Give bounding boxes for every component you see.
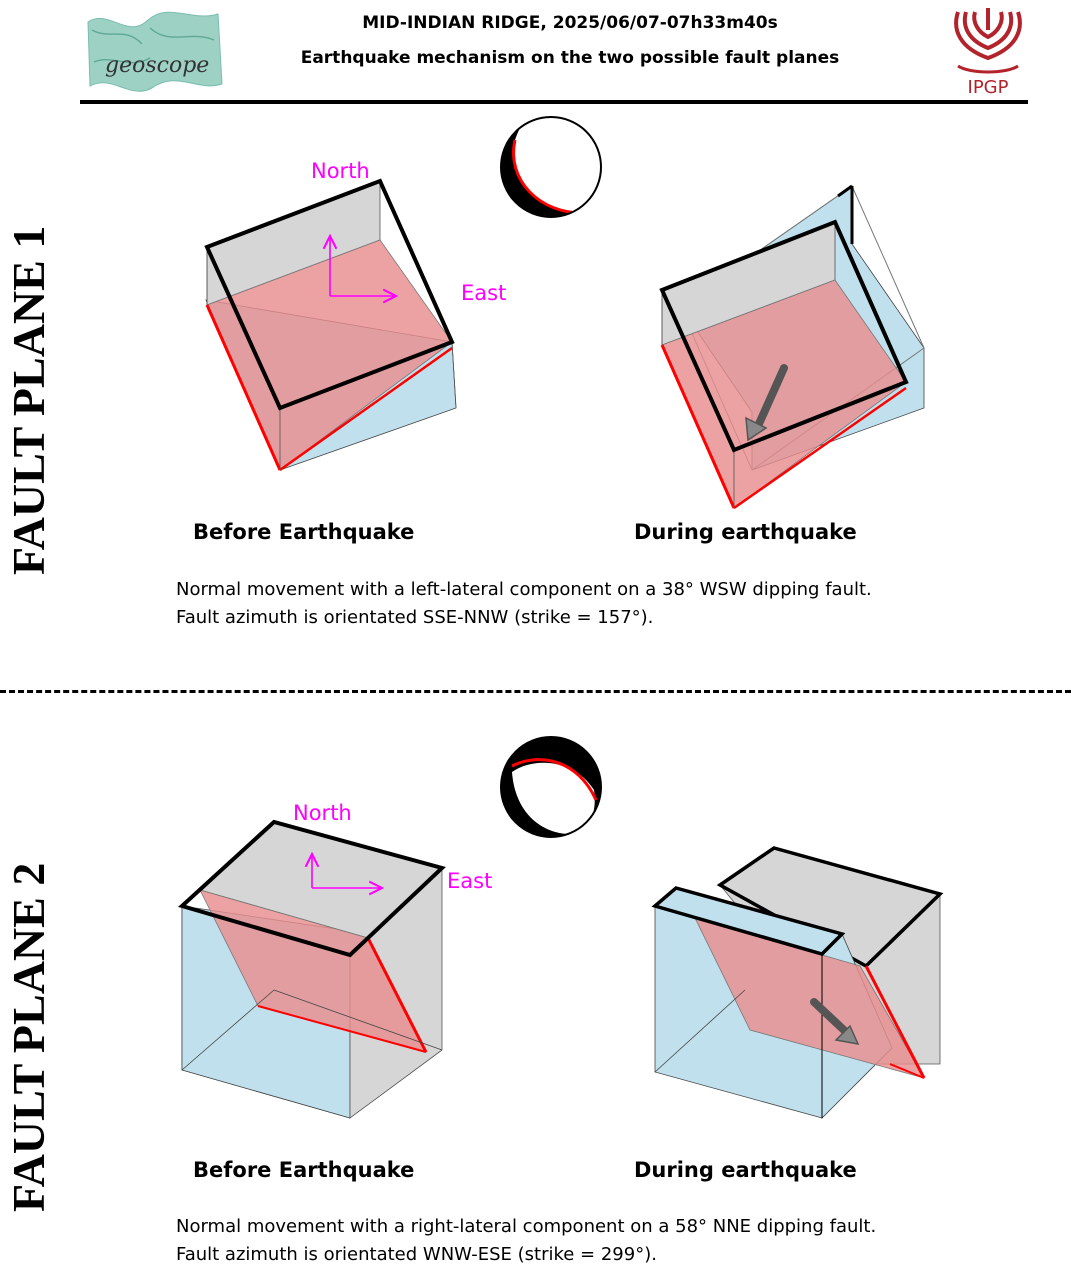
beachball-2 [500,736,602,838]
page-title: MID-INDIAN RIDGE, 2025/06/07-07h33m40s [362,13,778,33]
fp1-during-block [659,184,925,510]
section-separator [0,690,1071,693]
fp2-before-block: North East [178,801,492,1119]
ipgp-logo-text: IPGP [968,77,1009,98]
fp1-before-block: North East [204,159,506,472]
beachball-1 [500,116,602,218]
fp1-east-label: East [461,281,506,305]
fp1-description-line1: Normal movement with a left-lateral comp… [176,579,872,600]
fp1-during-caption: During earthquake [634,520,857,544]
fp1-description-line2: Fault azimuth is orientated SSE-NNW (str… [176,607,654,628]
header-divider [80,100,1028,104]
fp2-during-block [651,846,944,1119]
fp1-before-caption: Before Earthquake [193,520,415,544]
fp2-description-line1: Normal movement with a right-lateral com… [176,1216,877,1237]
geoscope-logo-text: geoscope [105,53,209,78]
fp1-north-label: North [311,159,370,183]
fp2-north-label: North [293,801,352,825]
fp2-during-caption: During earthquake [634,1158,857,1182]
page-subtitle: Earthquake mechanism on the two possible… [300,48,840,68]
geoscope-logo: geoscope [87,11,223,92]
fp2-description-line2: Fault azimuth is orientated WNW-ESE (str… [176,1244,657,1265]
fp2-before-caption: Before Earthquake [193,1158,415,1182]
ipgp-logo: IPGP [954,8,1022,98]
fp2-east-label: East [447,869,492,893]
